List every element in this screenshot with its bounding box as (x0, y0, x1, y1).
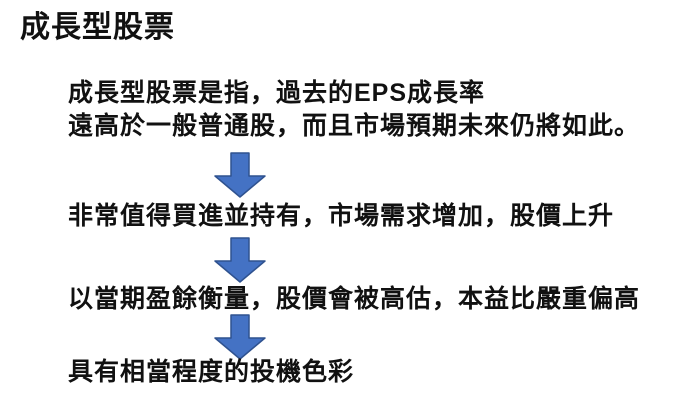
down-arrow-icon (214, 314, 266, 360)
step-1-text-line-1: 成長型股票是指，過去的EPS成長率 (68, 79, 486, 107)
down-arrow-icon (214, 152, 266, 198)
step-2-text: 非常值得買進並持有，市場需求增加，股價上升 (68, 202, 615, 230)
down-arrow-shape (214, 152, 266, 198)
step-1-text-line-2: 遠高於一般普通股，而且市場預期未來仍將如此。 (68, 112, 641, 140)
down-arrow-icon (214, 237, 266, 283)
down-arrow-shape (214, 314, 266, 360)
step-3-text: 以當期盈餘衡量，股價會被高估，本益比嚴重偏高 (68, 285, 641, 313)
down-arrow-shape (214, 237, 266, 283)
page-title: 成長型股票 (20, 11, 175, 44)
step-4-text: 具有相當程度的投機色彩 (68, 358, 355, 386)
